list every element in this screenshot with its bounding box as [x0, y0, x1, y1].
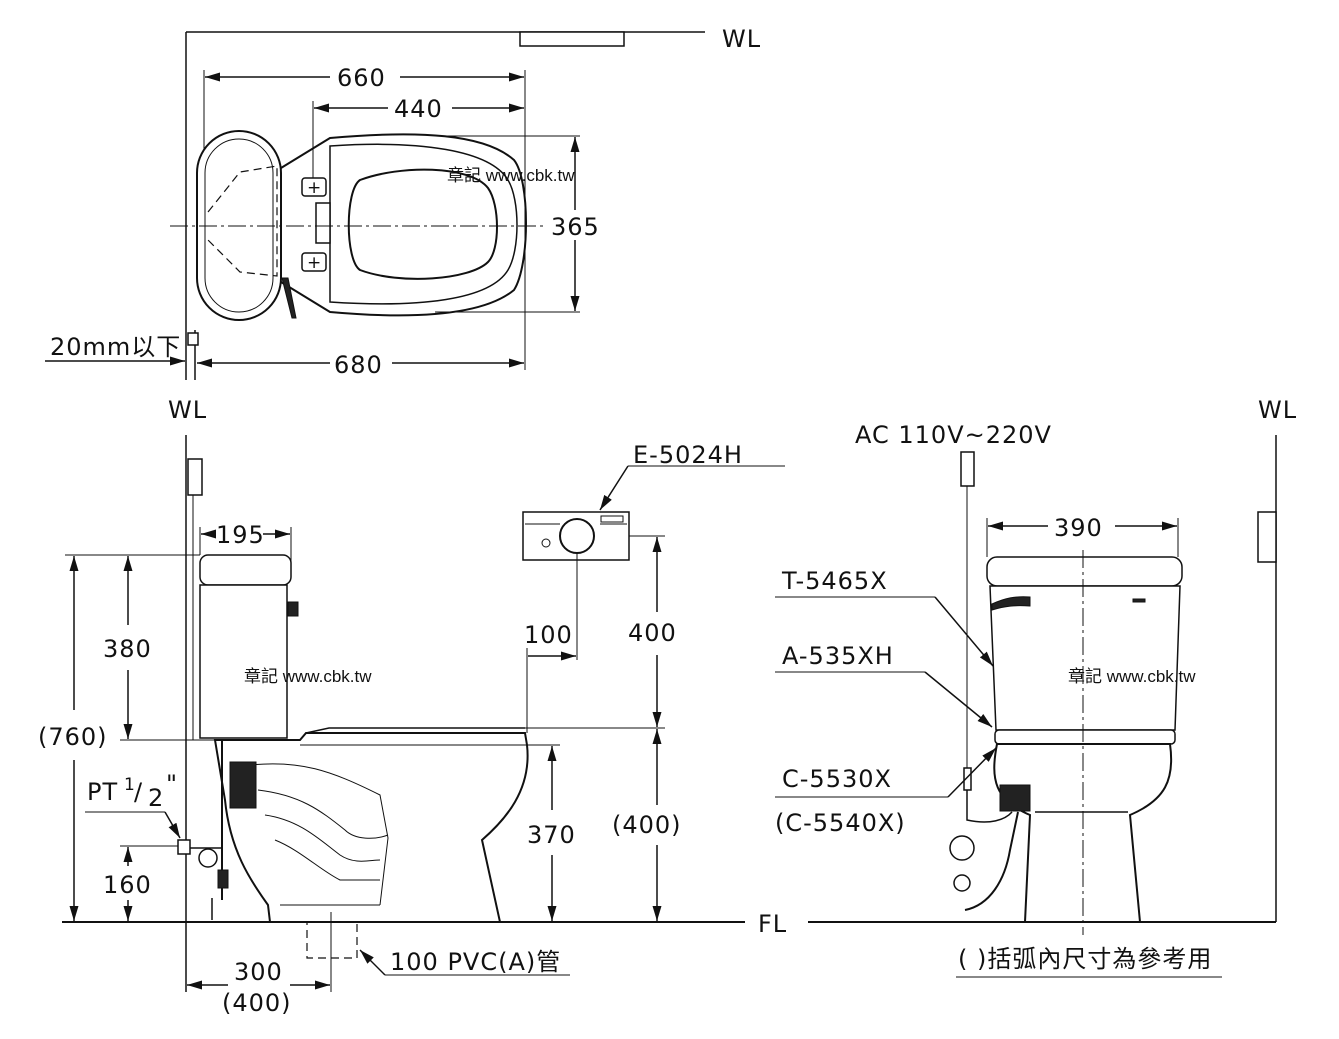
wall-panel-front: [1257, 511, 1277, 563]
side-view: WL 195: [38, 396, 785, 1017]
dim-tank-depth: 195: [216, 521, 265, 549]
dim-panel-height: 400: [628, 619, 677, 647]
tank-lid-front: [986, 556, 1183, 587]
dim-panel-offset: 100: [524, 621, 573, 649]
wall-label-front: WL: [1258, 396, 1297, 424]
power-label: AC 110V~220V: [855, 421, 1052, 449]
watermark-top: 章記 www.cbk.tw: [447, 166, 575, 185]
tank-body-front: [989, 585, 1181, 731]
dim-seat-length: 440: [394, 95, 443, 123]
tank-model: T-5465X: [781, 567, 888, 595]
seat-opening-top: [347, 168, 498, 280]
supply-valve-front: [949, 835, 975, 861]
hinge-bottom: [301, 252, 327, 272]
drain-pipe: [306, 921, 358, 959]
flush-lever-side: [287, 601, 299, 617]
watermark-side: 章記 www.cbk.tw: [244, 667, 372, 686]
dim-tank-height: 380: [103, 635, 152, 663]
drain-pipe-label: 100 PVC(A)管: [390, 948, 561, 976]
dim-bowl-width: 365: [551, 213, 600, 241]
wall-panel-top: [519, 31, 625, 47]
svg-text:+: +: [307, 178, 321, 198]
bowl-front: [993, 743, 1173, 923]
supply-valve-side: [177, 839, 191, 855]
flush-valve-side: [229, 761, 257, 809]
tank-lid-side: [199, 554, 292, 586]
dim-panel-base: (400): [612, 811, 682, 839]
dim-supply-height: 160: [103, 871, 152, 899]
tank-body-side: [199, 584, 288, 739]
top-view: WL + + 660 440 365: [45, 25, 761, 380]
dim-total-height: (760): [38, 723, 108, 751]
dim-rough-in-alt: (400): [222, 989, 292, 1017]
svg-text:1: 1: [124, 775, 135, 795]
pipe-thread-label: PT 1 / 2 ": [87, 770, 178, 812]
control-panel-model: E-5024H: [633, 441, 743, 469]
svg-text:2: 2: [148, 784, 164, 812]
valve-model: A-535XH: [782, 642, 894, 670]
wall-label-top: WL: [722, 25, 761, 53]
dim-bowl-height: 370: [527, 821, 576, 849]
floor-label: FL: [758, 910, 787, 938]
seat-model-alt: (C-5540X): [775, 809, 906, 837]
reference-note: ( )括弧內尺寸為參考用: [958, 945, 1212, 973]
wall-label-side: WL: [168, 396, 207, 424]
power-outlet: [960, 451, 975, 487]
seat-front: [994, 729, 1176, 745]
flush-lever-front: [991, 596, 1031, 611]
seat-model: C-5530X: [782, 765, 892, 793]
dim-overall-length: 660: [337, 64, 386, 92]
bowl-body-side: [213, 732, 529, 923]
svg-text:PT: PT: [87, 778, 118, 806]
svg-text:+: +: [307, 253, 321, 273]
dim-tank-width: 390: [1054, 514, 1103, 542]
dim-base-length: 680: [334, 351, 383, 379]
watermark-front: 章記 www.cbk.tw: [1068, 667, 1196, 686]
flush-lever-top: [281, 277, 297, 319]
dim-rough-in: 300: [234, 958, 283, 986]
svg-text:/: /: [134, 778, 143, 806]
svg-text:": ": [166, 770, 178, 798]
supply-valve-top: [187, 332, 199, 346]
flush-valve-front: [999, 784, 1031, 812]
front-view: AC 110V~220V WL FL 390 T-5465X: [758, 396, 1297, 978]
hinge-top: [301, 177, 327, 197]
clearance-note: 20mm以下: [50, 333, 181, 361]
